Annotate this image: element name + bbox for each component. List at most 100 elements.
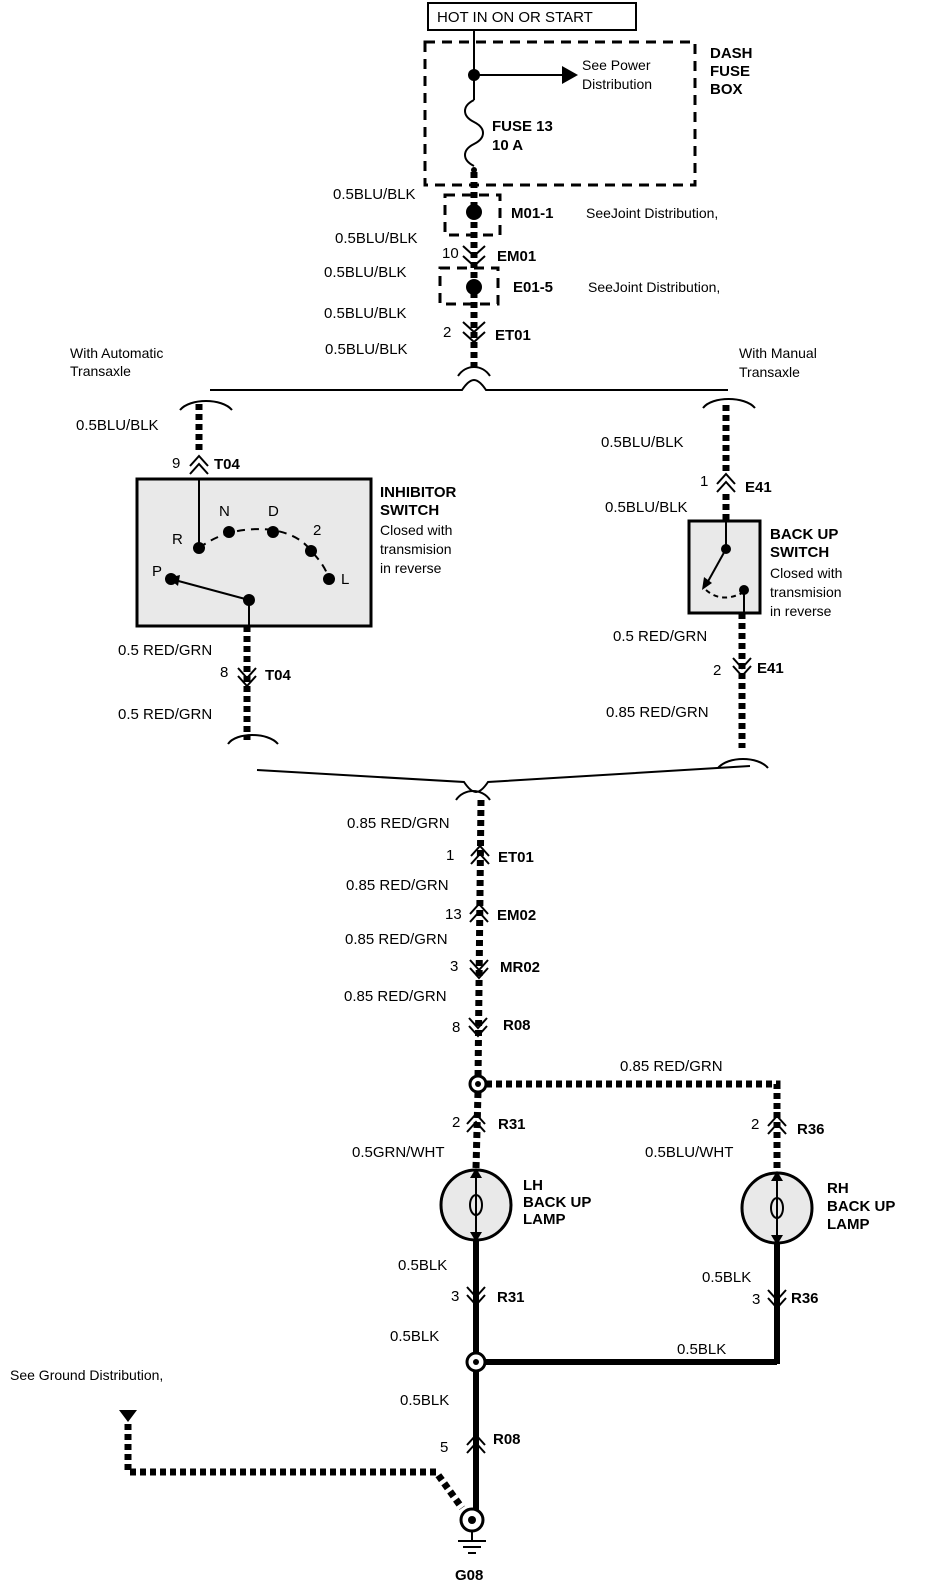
lower-wire-2: 0.85 RED/GRN <box>346 877 449 894</box>
manual-wire-out-1: 0.5 RED/GRN <box>613 628 707 645</box>
fuse-rating: 10 A <box>492 137 523 154</box>
em01-pin: 10 <box>442 245 459 262</box>
backup-switch-title-1: BACK UP <box>770 526 838 543</box>
manual-wire-out-2: 0.85 RED/GRN <box>606 704 709 721</box>
rh-wire-top: 0.5BLU/WHT <box>645 1144 733 1161</box>
pos-2: 2 <box>313 522 321 539</box>
lower-wire-1: 0.85 RED/GRN <box>347 815 450 832</box>
inhibitor-note-2: transmision <box>380 541 452 557</box>
e01-note: SeeJoint Distribution, <box>588 279 720 295</box>
r08-upper-label: R08 <box>503 1017 531 1034</box>
et01-upper-label: ET01 <box>495 327 531 344</box>
lh-top-pin: 2 <box>452 1114 460 1131</box>
em01-label: EM01 <box>497 248 536 265</box>
lh-wire-top: 0.5GRN/WHT <box>352 1144 445 1161</box>
lh-name-3: LAMP <box>523 1211 566 1228</box>
upper-wire-5: 0.5BLU/BLK <box>325 341 408 358</box>
e41-top-pin: 1 <box>700 473 708 490</box>
upper-wire-3: 0.5BLU/BLK <box>324 264 407 281</box>
lh-name-2: BACK UP <box>523 1194 591 1211</box>
inhibitor-note-1: Closed with <box>380 522 452 538</box>
r31-top-connector-icon <box>466 1112 486 1133</box>
g08-label: G08 <box>455 1567 483 1584</box>
et01-lower-pin: 1 <box>446 847 454 864</box>
e41-bot-connector-icon <box>732 657 752 678</box>
inhibitor-contact-arrow-icon <box>168 575 180 586</box>
r31-bot-connector-icon <box>466 1286 486 1307</box>
rh-name-3: LAMP <box>827 1216 870 1233</box>
mr02-connector-icon <box>469 959 489 980</box>
r36-bot-connector-icon <box>767 1289 787 1310</box>
rh-top-conn: R36 <box>797 1121 825 1138</box>
t04-top-label: T04 <box>214 456 241 473</box>
fuse-name: FUSE 13 <box>492 118 553 135</box>
r08-lower-connector-icon <box>466 1433 486 1454</box>
e01-label: E01-5 <box>513 279 553 296</box>
backup-switch-title-2: SWITCH <box>770 544 829 561</box>
e01-joint-dot <box>466 279 482 295</box>
ground-wire-1: 0.5BLK <box>390 1328 439 1345</box>
upper-wire-1: 0.5BLU/BLK <box>333 186 416 203</box>
inhibitor-note-3: in reverse <box>380 560 442 576</box>
pos-D: D <box>268 503 279 520</box>
pos-L: L <box>341 571 349 588</box>
r08-upper-pin: 8 <box>452 1019 460 1036</box>
inhibitor-switch-box <box>135 477 373 628</box>
t04-top-connector-icon <box>189 454 209 475</box>
auto-wire-in: 0.5BLU/BLK <box>76 417 159 434</box>
mr02-pin: 3 <box>450 958 458 975</box>
auto-title-1: With Automatic <box>70 345 163 361</box>
t04-top-pin: 9 <box>172 455 180 472</box>
et01-upper-connector-icon <box>462 321 486 344</box>
ground-wire-2: 0.5BLK <box>400 1392 449 1409</box>
lower-wire-3: 0.85 RED/GRN <box>345 931 448 948</box>
m01-joint-dot <box>466 204 482 220</box>
pos-P: P <box>152 563 162 580</box>
e41-bot-pin: 2 <box>713 662 721 679</box>
auto-wire-out-1: 0.5 RED/GRN <box>118 642 212 659</box>
manual-title-1: With Manual <box>739 345 817 361</box>
fuse-13-icon <box>464 99 484 167</box>
lh-name-1: LH <box>523 1177 543 1194</box>
em02-label: EM02 <box>497 907 536 924</box>
et01-upper-pin: 2 <box>443 324 451 341</box>
pos-R: R <box>172 531 183 548</box>
em02-pin: 13 <box>445 906 462 923</box>
hot-label: HOT IN ON OR START <box>437 9 593 26</box>
et01-lower-label: ET01 <box>498 849 534 866</box>
inhibitor-title-1: INHIBITOR <box>380 484 457 501</box>
rh-top-pin: 2 <box>751 1116 759 1133</box>
lower-wire-4: 0.85 RED/GRN <box>344 988 447 1005</box>
rh-name-2: BACK UP <box>827 1198 895 1215</box>
dash-fuse-box-outline <box>423 40 697 187</box>
rh-name-1: RH <box>827 1180 849 1197</box>
branch-wire: 0.85 RED/GRN <box>620 1058 723 1075</box>
backup-switch-note-3: in reverse <box>770 603 832 619</box>
m01-label: M01-1 <box>511 205 554 222</box>
lh-bot-conn: R31 <box>497 1289 525 1306</box>
e41-top-label: E41 <box>745 479 772 496</box>
t04-bot-label: T04 <box>265 667 292 684</box>
em02-connector-icon <box>469 902 489 923</box>
dash-fuse-box-label-3: BOX <box>710 81 743 98</box>
r08-lower-label: R08 <box>493 1431 521 1448</box>
upper-wire-4: 0.5BLU/BLK <box>324 305 407 322</box>
hot-label-box <box>427 2 637 31</box>
t04-bot-pin: 8 <box>220 664 228 681</box>
backup-switch-arrow-icon <box>702 577 712 590</box>
m01-note: SeeJoint Distribution, <box>586 205 718 221</box>
r08-upper-connector-icon <box>468 1017 488 1038</box>
auto-title-2: Transaxle <box>70 363 131 379</box>
lh-wire-bot: 0.5BLK <box>398 1257 447 1274</box>
r08-lower-pin: 5 <box>440 1439 448 1456</box>
et01-lower-connector-icon <box>470 844 490 865</box>
manual-title-2: Transaxle <box>739 364 800 380</box>
e41-top-connector-icon <box>716 472 736 493</box>
backup-switch-note-1: Closed with <box>770 565 842 581</box>
dash-fuse-box-label-1: DASH <box>710 45 753 62</box>
auto-wire-out-2: 0.5 RED/GRN <box>118 706 212 723</box>
lh-top-conn: R31 <box>498 1116 526 1133</box>
dash-fuse-box-label-2: FUSE <box>710 63 750 80</box>
manual-wire-in-2: 0.5BLU/BLK <box>605 499 688 516</box>
